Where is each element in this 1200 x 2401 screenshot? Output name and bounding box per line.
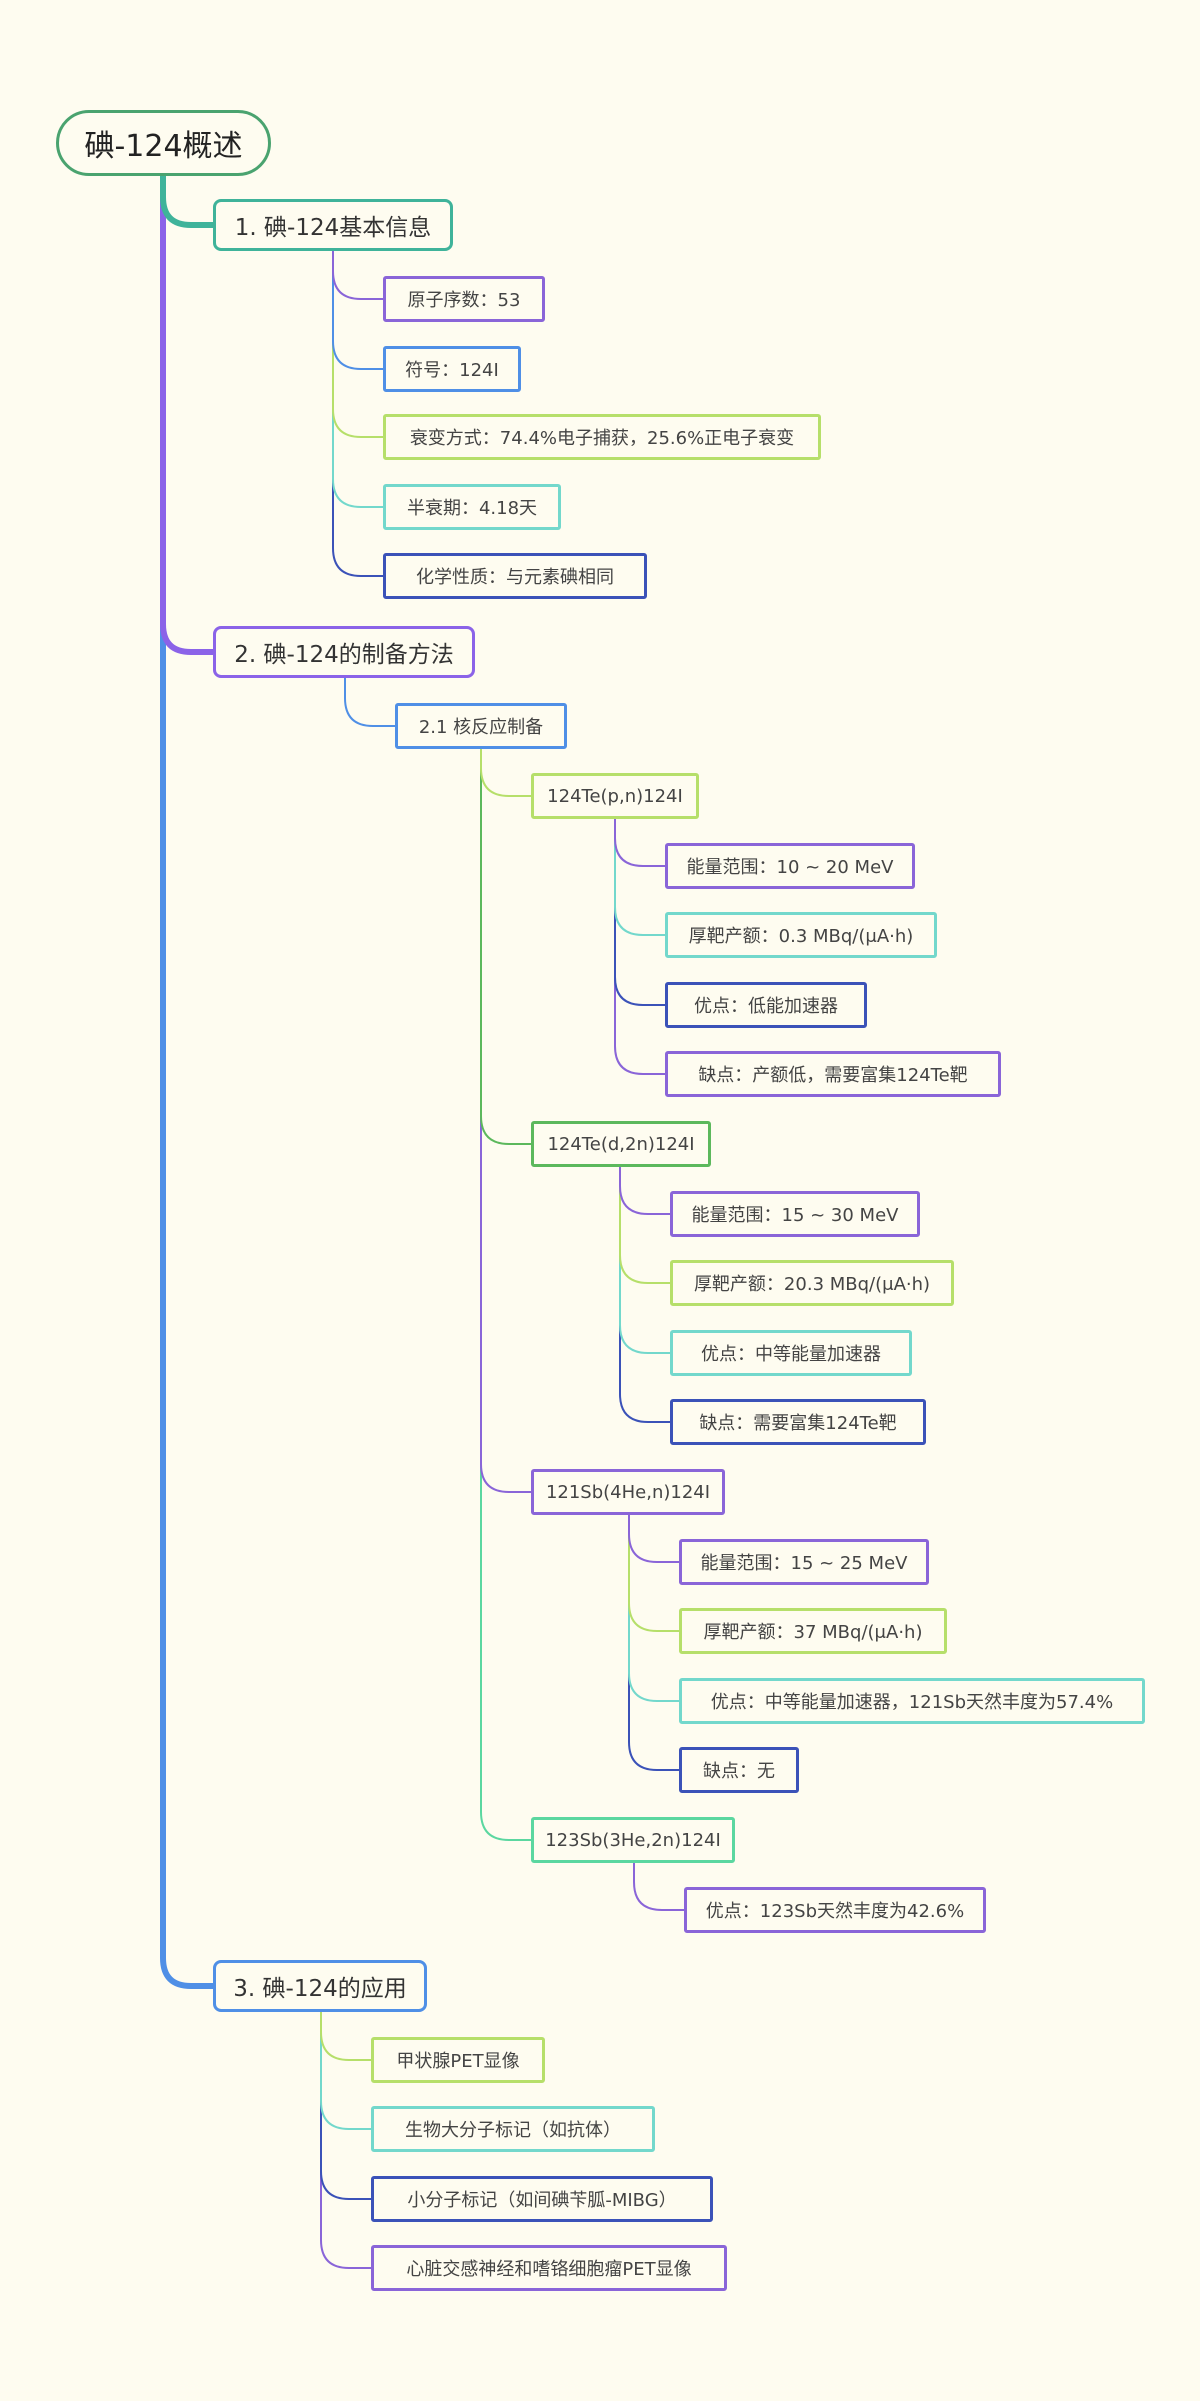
reaction-item[interactable]: 优点：中等能量加速器，121Sb天然丰度为57.4%	[679, 1678, 1145, 1724]
root-topic[interactable]: 碘-124概述	[56, 110, 271, 176]
connector-n-s3-3	[320, 2009, 372, 2269]
connector-n-s2-sub	[344, 675, 396, 727]
connector-n-r2-2	[628, 1512, 680, 1702]
connector-n-r2-1	[628, 1512, 680, 1632]
connector-n-r0-1	[614, 816, 666, 936]
reaction-item[interactable]: 能量范围：15 ~ 30 MeV	[670, 1191, 920, 1237]
connector-n-r1-2	[619, 1164, 671, 1354]
subsection-nuclear-reaction[interactable]: 2.1 核反应制备	[395, 703, 567, 749]
connector-n-r1-0	[619, 1164, 671, 1215]
basic-info-symbol[interactable]: 符号：124I	[383, 346, 521, 392]
reaction-sb-4he-n[interactable]: 121Sb(4He,n)124I	[531, 1469, 725, 1515]
connector-n-r0-3	[614, 816, 666, 1075]
connector-n-r2-0	[628, 1512, 680, 1563]
connector-n-r0-2	[614, 816, 666, 1006]
basic-info-atomic-number[interactable]: 原子序数：53	[383, 276, 545, 322]
reaction-item[interactable]: 优点：中等能量加速器	[670, 1330, 912, 1376]
connector-n-r3	[480, 746, 532, 1841]
reaction-te-p-n[interactable]: 124Te(p,n)124I	[531, 773, 699, 819]
connector-n-r3-0	[633, 1860, 685, 1911]
connector-n-r1-3	[619, 1164, 671, 1423]
connector-n-s1-3	[332, 248, 384, 508]
connector-n-s1-2	[332, 248, 384, 438]
connector-n-s3-2	[320, 2009, 372, 2200]
basic-info-decay-mode[interactable]: 衰变方式：74.4%电子捕获，25.6%正电子衰变	[383, 414, 821, 460]
reaction-te-d-2n[interactable]: 124Te(d,2n)124I	[531, 1121, 711, 1167]
reaction-item[interactable]: 优点：123Sb天然丰度为42.6%	[684, 1887, 986, 1933]
reaction-item[interactable]: 缺点：无	[679, 1747, 799, 1793]
reaction-item[interactable]: 厚靶产额：0.3 MBq/(μA·h)	[665, 912, 937, 958]
connector-n-r2	[480, 746, 532, 1493]
reaction-item[interactable]: 厚靶产额：20.3 MBq/(μA·h)	[670, 1260, 954, 1306]
connector-n-s1-0	[332, 248, 384, 300]
connector-n-s3	[160, 171, 216, 1989]
connector-n-r1-1	[619, 1164, 671, 1284]
connector-n-s1-1	[332, 248, 384, 370]
reaction-item[interactable]: 缺点：产额低，需要富集124Te靶	[665, 1051, 1001, 1097]
application-item[interactable]: 心脏交感神经和嗜铬细胞瘤PET显像	[371, 2245, 727, 2291]
basic-info-chemistry[interactable]: 化学性质：与元素碘相同	[383, 553, 647, 599]
application-item[interactable]: 生物大分子标记（如抗体）	[371, 2106, 655, 2152]
section-preparation[interactable]: 2. 碘-124的制备方法	[213, 626, 475, 678]
connector-n-s3-1	[320, 2009, 372, 2130]
section-basic-info[interactable]: 1. 碘-124基本信息	[213, 199, 453, 251]
reaction-item[interactable]: 缺点：需要富集124Te靶	[670, 1399, 926, 1445]
reaction-sb-3he-2n[interactable]: 123Sb(3He,2n)124I	[531, 1817, 735, 1863]
connector-n-s2	[160, 171, 216, 655]
basic-info-half-life[interactable]: 半衰期：4.18天	[383, 484, 561, 530]
connector-n-s1	[160, 171, 216, 228]
connector-n-r0	[480, 746, 532, 797]
application-item[interactable]: 小分子标记（如间碘苄胍-MIBG）	[371, 2176, 713, 2222]
connector-n-s3-0	[320, 2009, 372, 2061]
connector-n-r2-3	[628, 1512, 680, 1771]
connector-n-s1-4	[332, 248, 384, 577]
reaction-item[interactable]: 能量范围：15 ~ 25 MeV	[679, 1539, 929, 1585]
connector-n-r0-0	[614, 816, 666, 867]
reaction-item[interactable]: 能量范围：10 ~ 20 MeV	[665, 843, 915, 889]
section-applications[interactable]: 3. 碘-124的应用	[213, 1960, 427, 2012]
application-item[interactable]: 甲状腺PET显像	[371, 2037, 545, 2083]
reaction-item[interactable]: 优点：低能加速器	[665, 982, 867, 1028]
reaction-item[interactable]: 厚靶产额：37 MBq/(μA·h)	[679, 1608, 947, 1654]
connector-n-r1	[480, 746, 532, 1145]
